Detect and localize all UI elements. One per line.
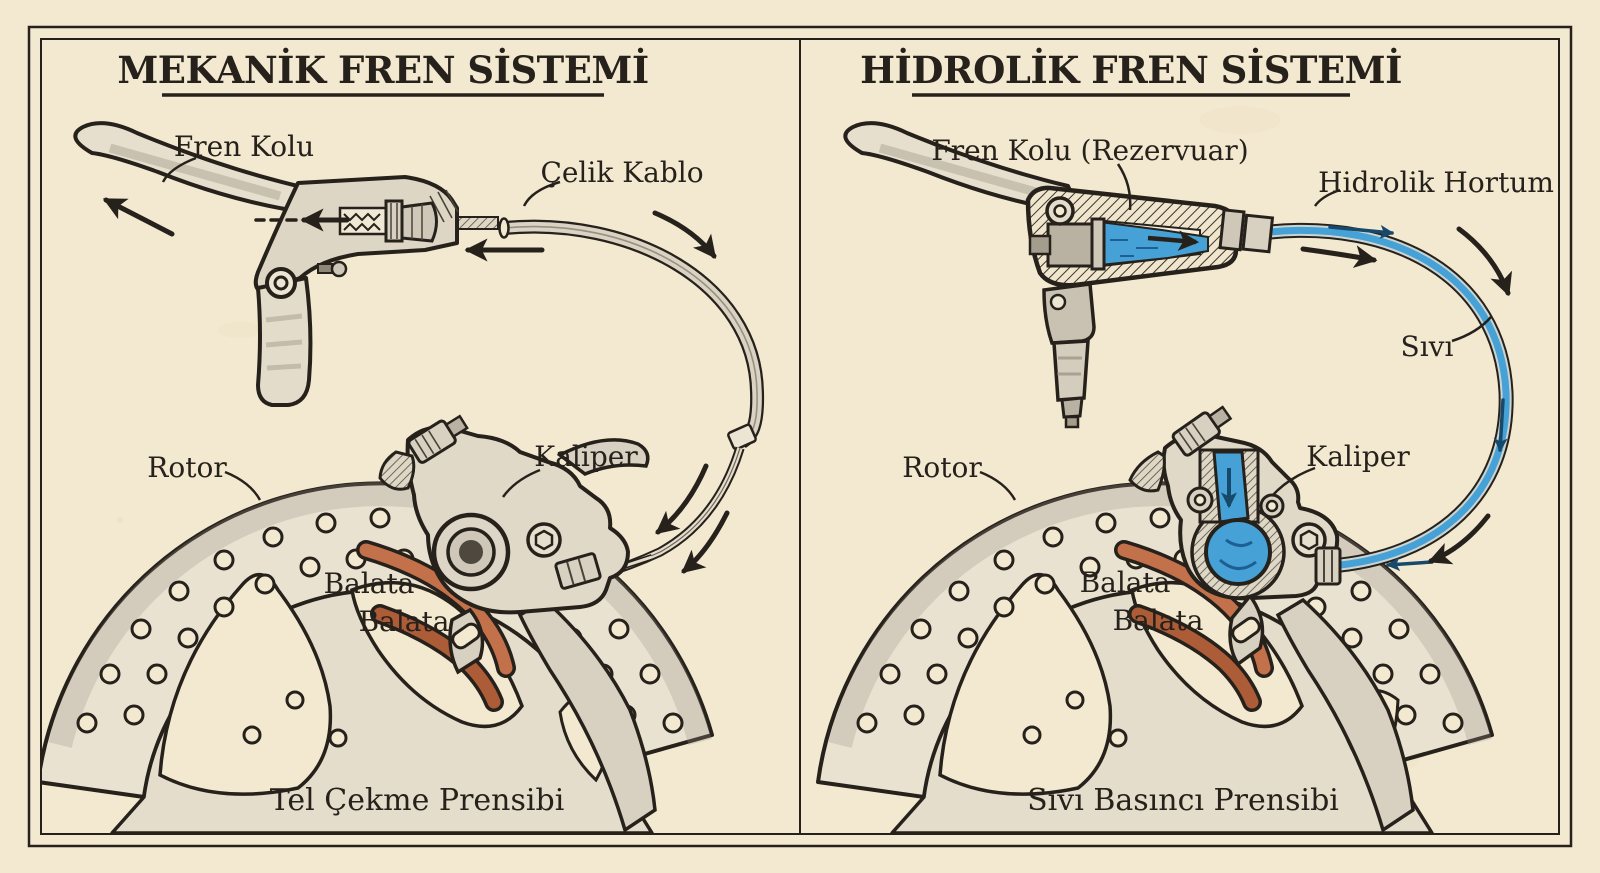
label-lever: Fren Kolu (174, 130, 314, 163)
right-caliper (1128, 405, 1342, 667)
label-pad-top: Balata (324, 567, 415, 600)
label-rotor: Rotor (147, 451, 227, 484)
label-caliper: Kaliper (534, 440, 638, 473)
master-piston (1046, 222, 1098, 268)
right-labels: Fren Kolu (Rezervuar) Hidrolik Hortum Sı… (902, 134, 1554, 637)
leader-line (522, 180, 561, 207)
caliper-fluid-chamber (1204, 518, 1272, 586)
leader-line (1271, 466, 1316, 497)
right-caliper-bracket (1275, 597, 1415, 833)
left-labels: Fren Kolu Çelik Kablo Rotor Kaliper Bala… (147, 130, 703, 638)
label-cable: Çelik Kablo (540, 156, 703, 189)
label-lever-reservoir: Fren Kolu (Rezervuar) (931, 134, 1248, 167)
left-panel-title: MEKANİK FREN SİSTEMİ (117, 47, 648, 92)
leader-line (224, 470, 262, 501)
left-caliper-bracket (517, 597, 657, 833)
label-pad-bottom: Balata (359, 605, 450, 638)
fluid-flow-arrows (1328, 224, 1508, 572)
right-brake-lever (845, 123, 1275, 429)
label-rotor: Rotor (902, 451, 982, 484)
hydraulic-hose (1269, 222, 1514, 574)
label-pad-top: Balata (1080, 566, 1171, 599)
leader-line (501, 468, 541, 498)
left-caption: Tel Çekme Prensibi (270, 783, 565, 818)
right-panel-title: HİDROLİK FREN SİSTEMİ (860, 47, 1402, 92)
label-fluid: Sıvı (1401, 330, 1454, 363)
left-caliper (378, 414, 650, 675)
right-caption: Sıvı Basıncı Prensibi (1027, 783, 1339, 818)
label-hose: Hidrolik Hortum (1318, 166, 1554, 199)
outer-frame (27, 25, 1573, 848)
left-brake-lever (75, 123, 459, 407)
mechanical-panel: Fren Kolu Çelik Kablo Rotor Kaliper Bala… (38, 123, 765, 833)
label-pad-bottom: Balata (1113, 604, 1204, 637)
hydraulic-panel: Fren Kolu (Rezervuar) Hidrolik Hortum Sı… (818, 123, 1554, 833)
left-motion-arrows (102, 197, 730, 574)
leader-line (161, 156, 197, 183)
label-caliper: Kaliper (1306, 440, 1410, 473)
leader-line (979, 470, 1017, 501)
leader-line (1313, 188, 1341, 207)
leader-line (1451, 316, 1492, 343)
leader-line (1116, 163, 1132, 211)
right-motion-arrows (1300, 226, 1513, 565)
